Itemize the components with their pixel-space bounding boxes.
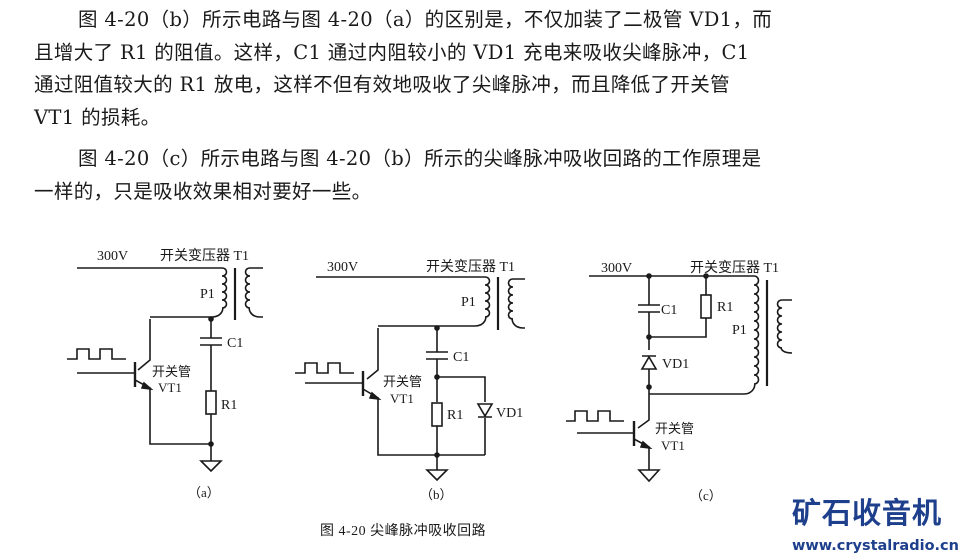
emitter-arrow-icon xyxy=(368,391,382,401)
circuit-a: 300V 开关变压器 T1 P1 C1 R1 开关管 VT1 （a） xyxy=(67,248,263,500)
text-line: VT1 的损耗。 xyxy=(34,105,161,129)
text-line: 且增大了 R1 的阻值。这样，C1 通过内阻较小的 VD1 充电来吸收尖峰脉冲，… xyxy=(34,40,750,64)
collector-wire xyxy=(137,319,151,371)
text-line: 图 4-20（c）所示电路与图 4-20（b）所示的尖峰脉冲吸收回路的工作原理是 xyxy=(78,147,762,170)
transistor-ref: VT1 xyxy=(158,380,182,395)
resistor-r1-icon xyxy=(205,390,217,415)
supply-label: 300V xyxy=(327,260,358,275)
paragraph-2: 图 4-20（c）所示电路与图 4-20（b）所示的尖峰脉冲吸收回路的工作原理是… xyxy=(34,143,834,208)
transformer-label: 开关变压器 T1 xyxy=(160,248,249,264)
watermark-logo: 矿石收音机 www.crystalradio.cn xyxy=(792,496,960,556)
transistor-name: 开关管 xyxy=(152,364,191,379)
diode-vd1-icon xyxy=(476,403,494,418)
secondary-coil-icon xyxy=(244,267,263,318)
transistor-name: 开关管 xyxy=(655,421,694,436)
collector-wire xyxy=(366,328,379,380)
wire xyxy=(437,376,486,455)
secondary-coil-icon xyxy=(776,299,793,354)
collector-wire xyxy=(637,387,650,429)
transformer-label: 开关变压器 T1 xyxy=(426,259,515,275)
pulse-waveform-icon xyxy=(566,410,624,422)
circuit-b: 300V 开关变压器 T1 P1 C1 R1 VD1 开关管 VT1 （b） xyxy=(295,259,525,502)
emitter-arrow-icon xyxy=(140,381,154,391)
wire xyxy=(649,318,707,338)
text-line: 通过阻值较大的 R1 放电，这样不但有效地吸收了尖峰脉冲，而且降低了开关管 xyxy=(34,73,730,96)
ground-icon xyxy=(425,455,449,482)
resistor-label: R1 xyxy=(221,398,237,413)
resistor-label: R1 xyxy=(717,300,733,315)
transformer-label: 开关变压器 T1 xyxy=(690,260,779,276)
pulse-waveform-icon xyxy=(295,362,354,374)
junction-dot xyxy=(646,334,652,340)
diode-label: VD1 xyxy=(662,357,689,372)
text-line: 一样的，只是吸收效果相对要好一些。 xyxy=(34,179,372,203)
ground-icon xyxy=(199,444,223,473)
text-line: 图 4-20（b）所示电路与图 4-20（a）的区别是，不仅加装了二极管 VD1… xyxy=(78,8,773,31)
emitter-arrow-icon xyxy=(639,440,653,450)
diode-vd1-icon xyxy=(640,355,658,386)
resistor-r1-icon xyxy=(700,294,712,319)
pulse-waveform-icon xyxy=(67,348,126,360)
circuit-c: 300V 开关变压器 T1 P1 C1 R1 VD1 开关管 VT1 （c） xyxy=(566,260,793,503)
primary-label: P1 xyxy=(200,287,215,302)
capacitor-label: C1 xyxy=(661,303,677,318)
resistor-r1-icon xyxy=(431,402,443,427)
primary-coil-icon xyxy=(649,275,760,395)
primary-coil-icon xyxy=(150,267,228,318)
emitter-wire xyxy=(362,388,485,456)
supply-label: 300V xyxy=(601,261,632,276)
transistor-ref: VT1 xyxy=(390,391,414,406)
secondary-coil-icon xyxy=(507,278,525,329)
ground-icon xyxy=(637,469,661,483)
capacitor-label: C1 xyxy=(227,336,243,351)
watermark-title: 矿石收音机 xyxy=(792,496,943,530)
resistor-label: R1 xyxy=(447,408,463,423)
watermark-url: www.crystalradio.cn xyxy=(792,538,959,554)
figure-caption: 图 4-20 尖峰脉冲吸收回路 xyxy=(320,524,487,539)
primary-coil-icon xyxy=(378,276,491,327)
capacitor-c1-icon xyxy=(638,276,660,350)
sublabel: （a） xyxy=(188,485,220,500)
transistor-name: 开关管 xyxy=(383,374,422,389)
primary-label: P1 xyxy=(461,295,476,310)
emitter-wire xyxy=(134,379,211,445)
diode-label: VD1 xyxy=(496,406,523,421)
sublabel: （c） xyxy=(690,488,722,503)
capacitor-label: C1 xyxy=(453,350,469,365)
primary-label: P1 xyxy=(732,323,747,338)
capacitor-c1-icon xyxy=(426,328,448,402)
transistor-ref: VT1 xyxy=(661,438,685,453)
supply-label: 300V xyxy=(97,249,128,264)
capacitor-c1-icon xyxy=(200,319,222,391)
paragraph-1: 图 4-20（b）所示电路与图 4-20（a）的区别是，不仅加装了二极管 VD1… xyxy=(34,4,834,134)
sublabel: （b） xyxy=(420,487,453,502)
